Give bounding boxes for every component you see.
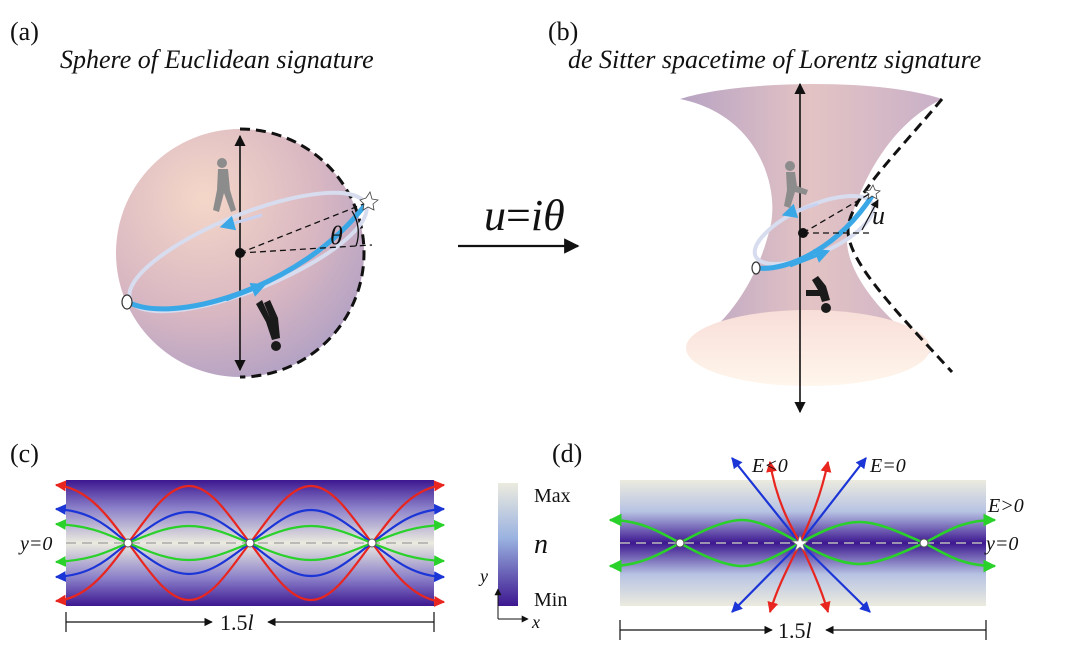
panel-b: (b) de Sitter spacetime of Lorentz signa… bbox=[548, 17, 981, 414]
width-num-c: 1.5 bbox=[220, 610, 248, 635]
panel-d-label: (d) bbox=[552, 439, 582, 468]
transform-arrow-group: u=iθ bbox=[458, 191, 580, 254]
focus-point bbox=[919, 538, 929, 548]
d-y-label: y=0 bbox=[984, 533, 1018, 555]
radius-dashed-line bbox=[239, 202, 367, 254]
blue-ray-ul bbox=[731, 457, 801, 544]
star-marker bbox=[864, 184, 881, 200]
hyperboloid-motion-arrow-front bbox=[789, 248, 831, 268]
blue-ray-ur bbox=[799, 457, 867, 544]
colorbar-gradient bbox=[498, 483, 518, 606]
sphere-motion-arrow-back bbox=[219, 213, 263, 231]
c-y-label: y=0 bbox=[18, 533, 52, 555]
red-ray-1 bbox=[766, 460, 801, 544]
colorbar-max-label: Max bbox=[534, 485, 571, 507]
sphere-dashed-meridian bbox=[239, 127, 366, 379]
hyperboloid-orbit-point bbox=[751, 261, 761, 275]
runner-figure-icon bbox=[213, 158, 236, 212]
transform-label: u=iθ bbox=[484, 191, 565, 240]
width-num-d: 1.5 bbox=[778, 618, 806, 643]
focus-point bbox=[245, 538, 255, 548]
panel-c-label: (c) bbox=[10, 439, 39, 468]
e-neg-text: E<0 bbox=[751, 455, 788, 477]
width-label-c: 1.5l bbox=[220, 610, 254, 635]
e-zero-text: E=0 bbox=[869, 455, 906, 477]
runner-figure-icon bbox=[806, 276, 831, 313]
width-var-d: l bbox=[806, 618, 812, 643]
runner-figure-icon bbox=[784, 161, 808, 208]
u-indicator-arrow bbox=[861, 199, 879, 231]
focus-point bbox=[367, 538, 377, 548]
star-source bbox=[790, 533, 810, 553]
width-label-d: 1.5l bbox=[778, 618, 812, 643]
sphere-motion-arrow-front bbox=[225, 282, 267, 302]
panel-b-title: de Sitter spacetime of Lorentz signature bbox=[568, 45, 981, 74]
blue-rays-d bbox=[731, 457, 871, 613]
transform-u: u bbox=[484, 191, 506, 240]
panel-a-label: (a) bbox=[10, 17, 39, 46]
hyperboloid-surface bbox=[680, 83, 942, 377]
sphere-orbit-point bbox=[121, 294, 133, 310]
transform-i: i bbox=[531, 191, 543, 240]
blue-ray-lr bbox=[799, 542, 871, 613]
hyperboloid-bottom-cap bbox=[686, 310, 930, 386]
e-neg-label: E<0 bbox=[751, 455, 788, 477]
transform-theta: θ bbox=[543, 191, 565, 240]
panel-a-title: Sphere of Euclidean signature bbox=[60, 45, 374, 74]
focus-point bbox=[123, 538, 133, 548]
u-label: u bbox=[872, 201, 885, 230]
e-zero-label: E=0 bbox=[869, 455, 906, 477]
e-pos-label: E>0 bbox=[987, 495, 1024, 517]
red-ray-2 bbox=[798, 460, 832, 544]
panel-c: (c) y=0 1.5l bbox=[10, 439, 446, 635]
theta-label: θ bbox=[330, 221, 343, 250]
blue-ray-ll bbox=[731, 542, 801, 613]
axis-x-label: x bbox=[531, 612, 540, 632]
axis-y-label: y bbox=[478, 566, 488, 586]
colorbar-min-label: Min bbox=[534, 589, 567, 611]
colorbar-quantity: n bbox=[534, 529, 548, 560]
focus-point bbox=[675, 538, 685, 548]
angle-arc bbox=[351, 210, 359, 247]
e-pos-text: E>0 bbox=[987, 495, 1024, 517]
runner-figure-icon bbox=[256, 300, 281, 351]
hyperbola-dashed-boundary bbox=[846, 98, 954, 374]
panel-b-label: (b) bbox=[548, 17, 578, 46]
hyperboloid-radius-line bbox=[802, 189, 877, 234]
panel-a: (a) Sphere of Euclidean signature θ bbox=[10, 17, 379, 379]
horizontal-dashed-line bbox=[239, 244, 373, 254]
transform-eq: = bbox=[506, 191, 531, 240]
hyperboloid-motion-arrow-back bbox=[781, 202, 819, 219]
star-marker bbox=[359, 191, 379, 211]
width-var-c: l bbox=[248, 610, 254, 635]
colorbar: Max n Min y x bbox=[478, 483, 571, 632]
panel-d: (d) E<0 E=0 E>0 y=0 bbox=[552, 439, 1024, 643]
